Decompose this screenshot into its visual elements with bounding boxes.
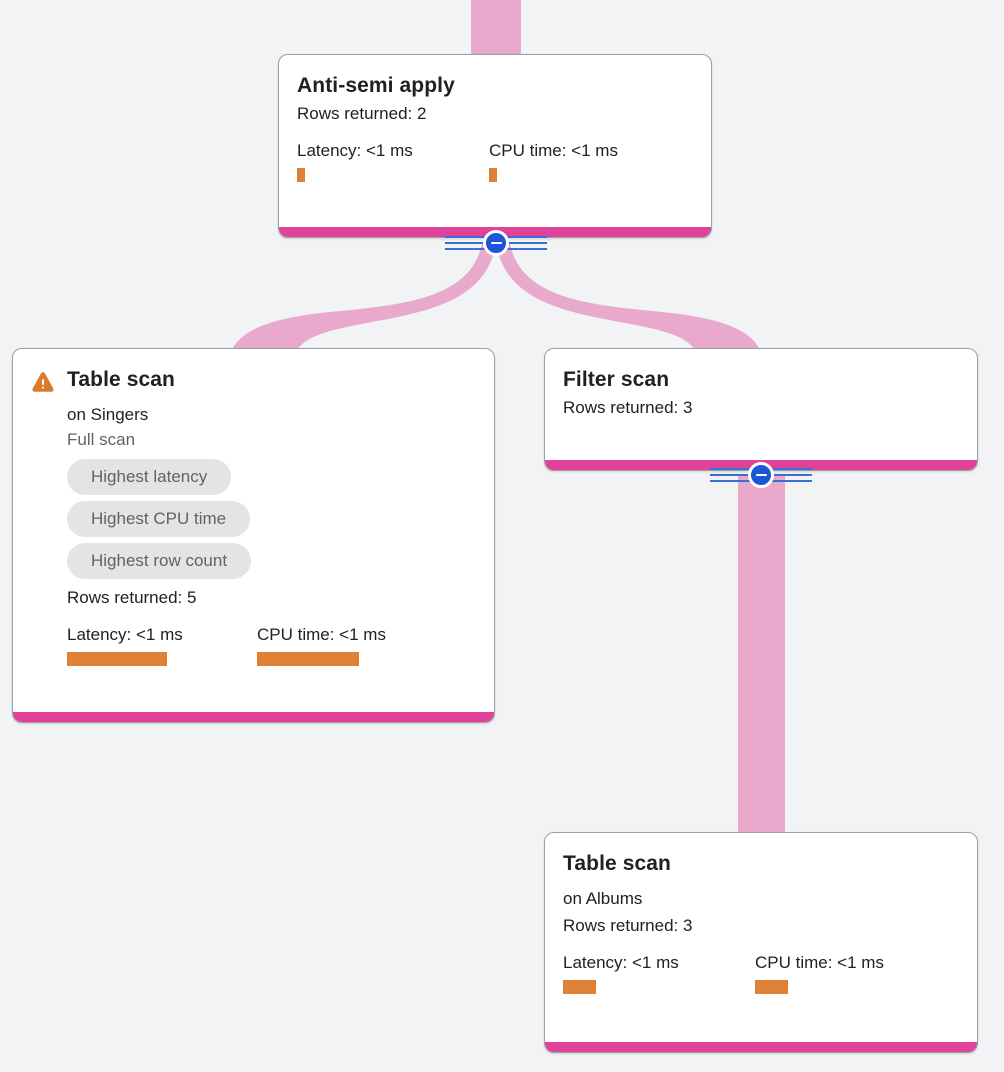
node-anti-semi-apply[interactable]: Anti-semi apply Rows returned: 2 Latency… xyxy=(278,54,712,238)
node-table-scan-singers-body: Table scan on Singers Full scan Highest … xyxy=(13,349,494,680)
node-scan-type: Full scan xyxy=(67,430,136,449)
metric-cpu-time: CPU time: <1 ms xyxy=(257,624,386,666)
node-rows-returned: Rows returned: 3 xyxy=(563,398,693,417)
metric-latency-label: Latency: <1 ms xyxy=(563,953,679,972)
edge-root-to-anti-semi-apply xyxy=(471,0,521,59)
node-accent-bar xyxy=(545,1042,977,1052)
metric-cpu-time-label: CPU time: <1 ms xyxy=(755,953,884,972)
chip-highest-row-count[interactable]: Highest row count xyxy=(67,543,252,579)
node-title: Anti-semi apply xyxy=(297,74,455,97)
chip-highest-cpu-time[interactable]: Highest CPU time xyxy=(67,501,251,537)
metric-latency-label: Latency: <1 ms xyxy=(67,625,183,644)
node-table-scan-albums-header: Table scan xyxy=(563,851,959,877)
node-title: Table scan xyxy=(67,368,175,391)
node-accent-bar xyxy=(13,712,494,722)
node-metrics: Latency: <1 ms CPU time: <1 ms xyxy=(297,140,693,182)
node-table-scan-singers-header: Table scan xyxy=(31,367,476,393)
node-subtitle: on Singers xyxy=(67,405,149,424)
metric-latency-label: Latency: <1 ms xyxy=(297,141,413,160)
metric-cpu-time-bar xyxy=(257,652,359,666)
node-metrics: Latency: <1 ms CPU time: <1 ms xyxy=(67,624,476,666)
node-rows-returned: Rows returned: 3 xyxy=(563,916,693,935)
node-filter-scan-header: Filter scan xyxy=(563,367,959,393)
node-table-scan-singers-details: on Singers Full scan Highest latency Hig… xyxy=(31,402,476,666)
collapse-toggle-filter-scan[interactable] xyxy=(710,461,812,489)
edge-anti-semi-apply-to-filter-scan xyxy=(496,244,761,352)
warning-icon xyxy=(32,372,54,392)
minus-icon[interactable] xyxy=(748,462,774,488)
metric-cpu-time-label: CPU time: <1 ms xyxy=(489,141,618,160)
edge-filter-scan-to-table-scan-albums xyxy=(738,476,785,840)
collapse-toggle-anti-semi-apply[interactable] xyxy=(445,229,547,257)
node-anti-semi-apply-body: Anti-semi apply Rows returned: 2 Latency… xyxy=(279,55,711,196)
metric-latency: Latency: <1 ms xyxy=(563,952,755,994)
node-rows-returned: Rows returned: 5 xyxy=(67,588,197,607)
node-metrics: Latency: <1 ms CPU time: <1 ms xyxy=(563,952,959,994)
node-filter-scan[interactable]: Filter scan Rows returned: 3 xyxy=(544,348,978,471)
node-title: Table scan xyxy=(563,852,671,875)
edge-anti-semi-apply-to-table-scan-singers xyxy=(231,244,496,352)
metric-cpu-time: CPU time: <1 ms xyxy=(755,952,884,994)
metric-cpu-time-label: CPU time: <1 ms xyxy=(257,625,386,644)
metric-latency-bar xyxy=(297,168,305,182)
node-subtitle: on Albums xyxy=(563,889,643,908)
metric-cpu-time-bar xyxy=(755,980,788,994)
metric-latency: Latency: <1 ms xyxy=(67,624,257,666)
node-table-scan-singers[interactable]: Table scan on Singers Full scan Highest … xyxy=(12,348,495,723)
node-table-scan-albums[interactable]: Table scan on Albums Rows returned: 3 La… xyxy=(544,832,978,1053)
metric-latency: Latency: <1 ms xyxy=(297,140,489,182)
node-anti-semi-apply-header: Anti-semi apply xyxy=(297,73,693,99)
metric-latency-bar xyxy=(563,980,596,994)
metric-latency-bar xyxy=(67,652,167,666)
metric-cpu-time: CPU time: <1 ms xyxy=(489,140,618,182)
node-chips: Highest latency Highest CPU time Highest… xyxy=(67,459,476,579)
node-rows-returned: Rows returned: 2 xyxy=(297,104,427,123)
minus-icon[interactable] xyxy=(483,230,509,256)
node-title: Filter scan xyxy=(563,368,670,391)
chip-highest-latency[interactable]: Highest latency xyxy=(67,459,232,495)
metric-cpu-time-bar xyxy=(489,168,497,182)
node-filter-scan-body: Filter scan Rows returned: 3 xyxy=(545,349,977,434)
node-table-scan-albums-body: Table scan on Albums Rows returned: 3 La… xyxy=(545,833,977,1008)
